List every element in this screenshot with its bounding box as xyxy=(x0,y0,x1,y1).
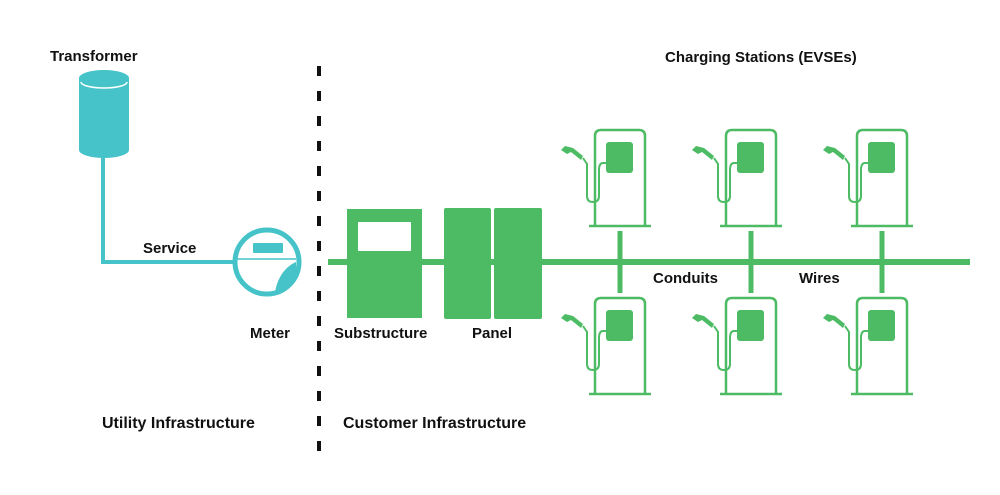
customer-infrastructure-label: Customer Infrastructure xyxy=(343,415,526,432)
charging-stations-label: Charging Stations (EVSEs) xyxy=(665,49,857,66)
conduits-label: Conduits xyxy=(653,270,718,287)
substructure-icon xyxy=(347,209,422,318)
meter-icon xyxy=(232,227,302,297)
panel-icon xyxy=(444,208,542,319)
ev-charger-icon xyxy=(692,128,782,228)
transformer-label: Transformer xyxy=(50,48,138,65)
meter-label: Meter xyxy=(250,325,290,342)
ev-charger-icon xyxy=(692,296,782,396)
panel-label: Panel xyxy=(472,325,512,342)
substructure-label: Substructure xyxy=(334,325,427,342)
utility-infrastructure-label: Utility Infrastructure xyxy=(102,415,255,432)
service-line xyxy=(101,158,234,264)
ev-charger-icon xyxy=(561,128,651,228)
station-connectors xyxy=(617,231,885,293)
service-label: Service xyxy=(143,240,196,257)
wires-label: Wires xyxy=(799,270,840,287)
ev-charger-icon xyxy=(823,128,913,228)
transformer-icon xyxy=(79,70,129,158)
ev-charger-icon xyxy=(561,296,651,396)
charging-stations xyxy=(561,128,913,396)
ev-charger-icon xyxy=(823,296,913,396)
